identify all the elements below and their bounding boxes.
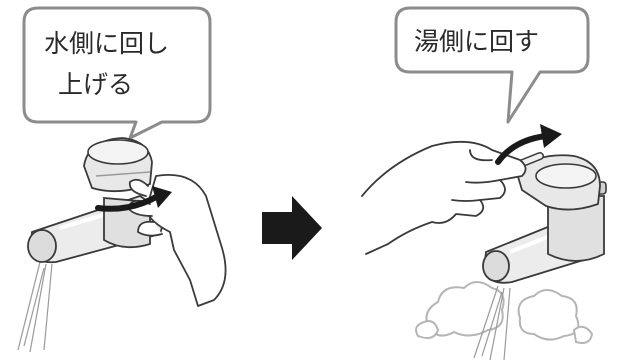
left-water-stream xyxy=(18,262,52,352)
left-panel: 水側に回し 上げる xyxy=(18,8,226,352)
right-callout-bubble: 湯側に回す xyxy=(396,8,588,122)
right-arrow-icon xyxy=(262,196,322,260)
right-callout-text: 湯側に回す xyxy=(414,27,539,56)
right-panel: 湯側に回す xyxy=(362,8,606,360)
left-callout-line-2: 上げる xyxy=(58,70,133,99)
left-callout-bubble: 水側に回し 上げる xyxy=(24,8,210,138)
steam-clouds-icon xyxy=(416,282,592,343)
left-callout-line-1: 水側に回し xyxy=(44,29,169,58)
